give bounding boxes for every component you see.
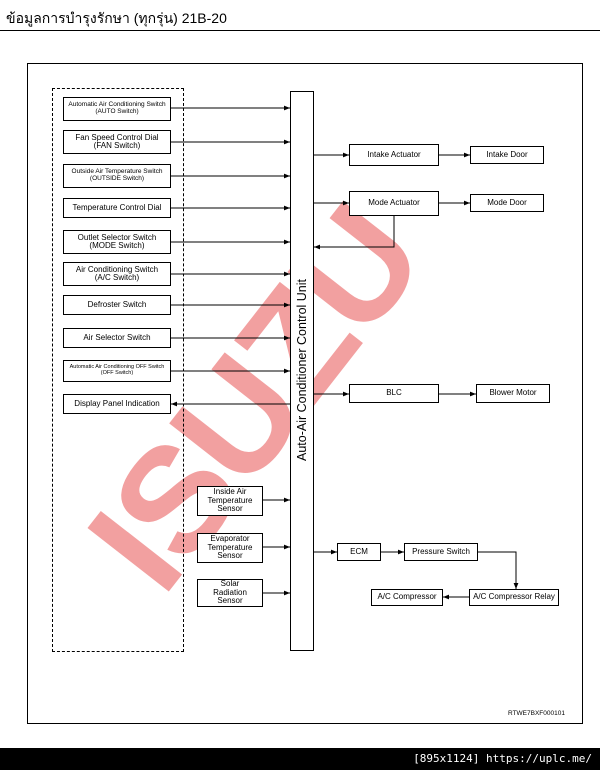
box-line: Sensor bbox=[217, 504, 243, 514]
box-line: Display Panel Indication bbox=[74, 398, 160, 408]
pressure-switch-box: Pressure Switch bbox=[404, 543, 478, 561]
wire bbox=[478, 551, 519, 589]
box-line: Defroster Switch bbox=[87, 299, 147, 309]
blc-box: BLC bbox=[349, 384, 439, 403]
box-line: Temperature Control Dial bbox=[72, 202, 162, 212]
switch-group-dashed-outline bbox=[52, 88, 184, 652]
box-line: (A/C Switch) bbox=[94, 273, 140, 282]
ac-compressor-relay-box: A/C Compressor Relay bbox=[469, 589, 559, 606]
control-unit-box bbox=[290, 91, 314, 651]
box-line: Intake Door bbox=[486, 149, 528, 159]
box-line: Pressure Switch bbox=[412, 546, 470, 556]
page-title: ข้อมูลการบำรุงรักษา (ทุกรุ่น) 21B-20 bbox=[6, 10, 227, 26]
box-line: Automatic Air Conditioning OFF Switch bbox=[69, 364, 165, 371]
box-line: BLC bbox=[386, 388, 402, 398]
defroster-switch-box: Defroster Switch bbox=[63, 295, 171, 315]
box-line: Outside Air Temperature Switch bbox=[71, 168, 163, 176]
box-line: Temperature bbox=[207, 495, 253, 505]
page-header: ข้อมูลการบำรุงรักษา (ทุกรุ่น) 21B-20 bbox=[0, 0, 600, 32]
mode-actuator-box: Mode Actuator bbox=[349, 191, 439, 216]
box-line: Automatic Air Conditioning Switch bbox=[68, 101, 166, 109]
display-panel-box: Display Panel Indication bbox=[63, 394, 171, 414]
box-line: Blower Motor bbox=[489, 388, 537, 398]
fan-switch-box: Fan Speed Control Dial(FAN Switch) bbox=[63, 130, 171, 154]
box-line: Fan Speed Control Dial bbox=[75, 132, 159, 142]
box-line: ECM bbox=[350, 546, 368, 556]
box-line: Solar bbox=[220, 579, 240, 589]
mode-door-box: Mode Door bbox=[470, 194, 544, 212]
auto-switch-box: Automatic Air Conditioning Switch(AUTO S… bbox=[63, 97, 171, 121]
ac-switch-box: Air Conditioning Switch(A/C Switch) bbox=[63, 262, 171, 286]
box-line: (MODE Switch) bbox=[89, 241, 145, 250]
intake-actuator-box: Intake Actuator bbox=[349, 144, 439, 166]
outside-switch-box: Outside Air Temperature Switch(OUTSIDE S… bbox=[63, 164, 171, 188]
box-line: Mode Door bbox=[487, 197, 527, 207]
box-line: (OUTSIDE Switch) bbox=[89, 175, 145, 182]
temperature-dial-box: Temperature Control Dial bbox=[63, 198, 171, 218]
box-line: A/C Compressor bbox=[377, 592, 437, 602]
box-line: Sensor bbox=[217, 551, 243, 561]
box-line: A/C Compressor Relay bbox=[473, 592, 555, 602]
air-selector-switch-box: Air Selector Switch bbox=[63, 328, 171, 348]
box-line: Mode Actuator bbox=[368, 198, 420, 208]
box-line: Temperature bbox=[207, 542, 253, 552]
header-divider bbox=[0, 30, 600, 31]
ac-compressor-box: A/C Compressor bbox=[371, 589, 443, 606]
box-line: (OFF Switch) bbox=[100, 370, 134, 376]
box-line: Intake Actuator bbox=[367, 149, 421, 159]
bottom-watermark-bar: [895x1124] https://uplc.me/ bbox=[0, 748, 600, 770]
off-switch-box: Automatic Air Conditioning OFF Switch(OF… bbox=[63, 360, 171, 382]
box-line: Radiation bbox=[213, 587, 247, 597]
intake-door-box: Intake Door bbox=[470, 146, 544, 164]
box-line: Inside Air bbox=[213, 487, 247, 497]
box-line: Evaporator bbox=[210, 534, 250, 544]
diagram-frame bbox=[27, 63, 583, 724]
source-watermark-text: [895x1124] https://uplc.me/ bbox=[413, 752, 592, 765]
wire bbox=[314, 216, 395, 250]
box-line: Air Selector Switch bbox=[83, 332, 151, 342]
mode-switch-box: Outlet Selector Switch(MODE Switch) bbox=[63, 230, 171, 254]
box-line: Air Conditioning Switch bbox=[75, 264, 159, 274]
ecm-box: ECM bbox=[337, 543, 381, 561]
box-line: Sensor bbox=[217, 596, 243, 606]
box-line: (FAN Switch) bbox=[93, 141, 141, 150]
blower-motor-box: Blower Motor bbox=[476, 384, 550, 403]
box-line: (AUTO Switch) bbox=[95, 108, 139, 115]
box-line: Outlet Selector Switch bbox=[77, 232, 157, 242]
figure-reference-code: RTWE7BXF000101 bbox=[508, 710, 565, 717]
